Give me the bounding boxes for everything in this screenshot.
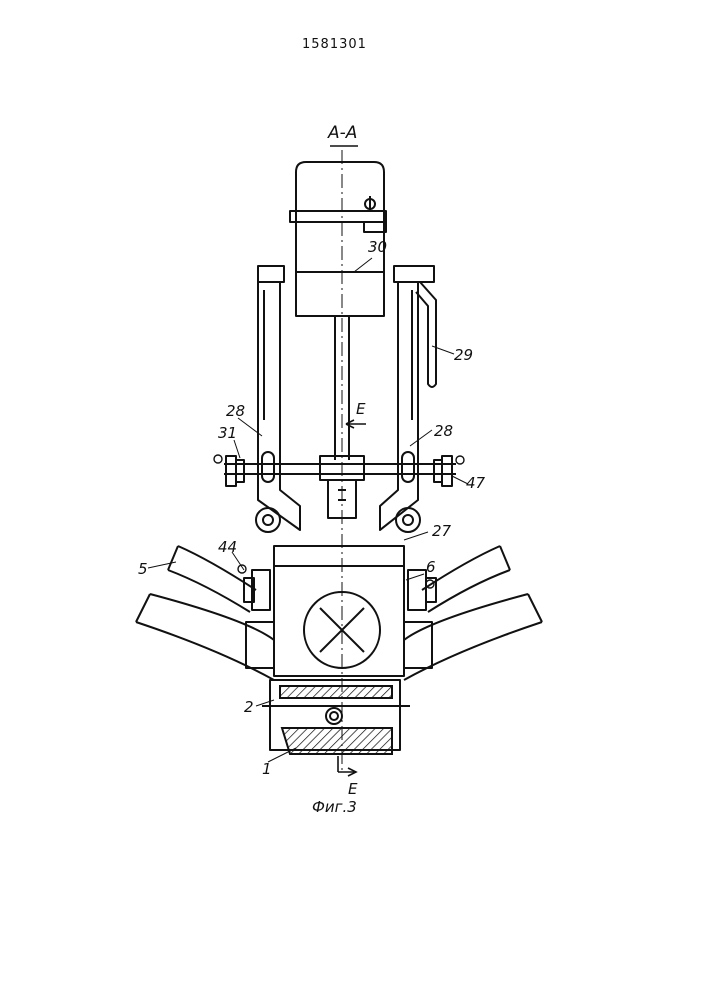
label-2: 2 (244, 698, 254, 716)
clamp-hatch (280, 686, 392, 698)
section-title: А-А (327, 123, 357, 143)
pipe-section-hatch (282, 728, 392, 754)
fastener-31-icon (214, 455, 222, 463)
label-28-left: 28 (226, 402, 245, 420)
section-marker-lower (338, 756, 356, 776)
main-body-block (274, 546, 404, 676)
label-44: 44 (218, 538, 237, 556)
label-31: 31 (218, 424, 237, 442)
label-6: 6 (426, 558, 436, 576)
right-lever-arm (380, 266, 434, 532)
cut-marker-lower: Е (348, 780, 358, 798)
label-30: 30 (368, 238, 387, 256)
label-27: 27 (432, 522, 452, 540)
fastener-47-icon (456, 456, 464, 464)
label-29: 29 (454, 346, 473, 364)
patent-number: 1581301 (302, 37, 367, 52)
label-5: 5 (138, 560, 148, 578)
figure-caption: Фиг.3 (312, 798, 357, 816)
label-28-right: 28 (434, 422, 453, 440)
label-47: 47 (466, 474, 486, 492)
left-lever-arm (256, 266, 300, 532)
cut-marker-upper: Е (356, 400, 366, 418)
label-1: 1 (262, 760, 272, 778)
